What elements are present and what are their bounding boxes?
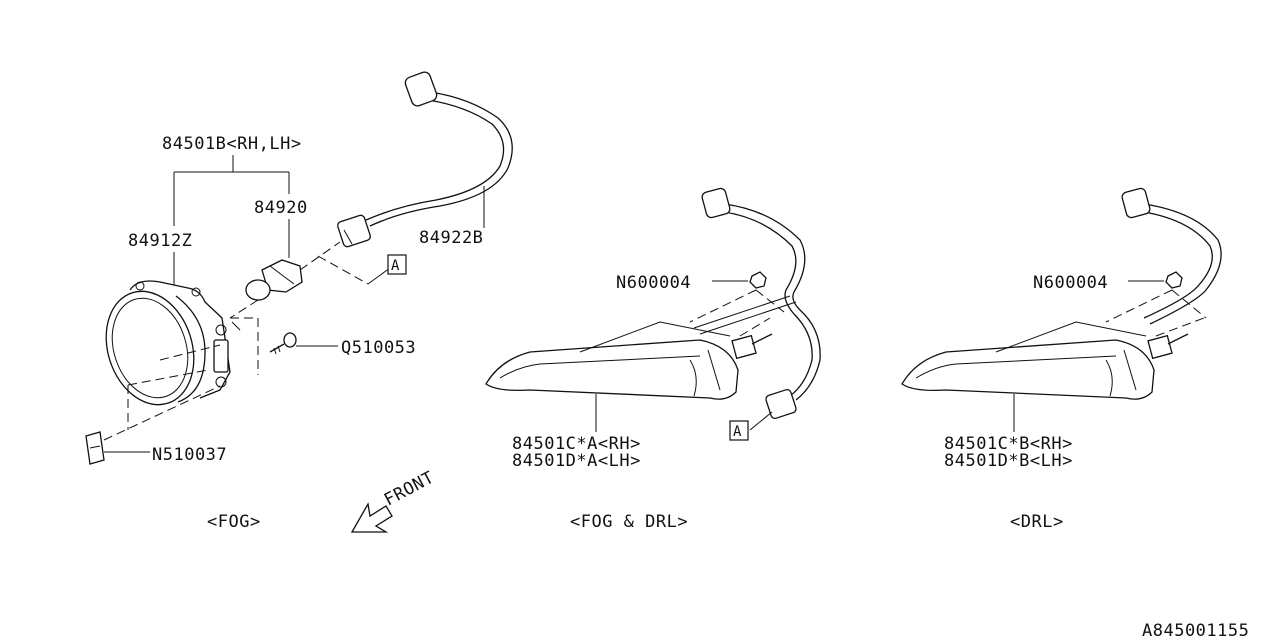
ref-a-mid: A bbox=[733, 424, 742, 440]
diagram-code: A845001155 bbox=[1142, 621, 1249, 640]
heading-fog-drl: <FOG & DRL> bbox=[570, 512, 688, 532]
label-84501C-A: 84501C*A<RH> bbox=[512, 434, 641, 454]
label-84501C-B: 84501C*B<RH> bbox=[944, 434, 1073, 454]
label-84920: 84920 bbox=[254, 198, 308, 218]
ref-box-a-fog bbox=[387, 254, 407, 275]
label-N600004-right: N600004 bbox=[1033, 273, 1108, 293]
ref-box-a-mid bbox=[729, 420, 749, 441]
fog-lamp-housing bbox=[105, 280, 241, 406]
label-84501D-A: 84501D*A<LH> bbox=[512, 451, 641, 471]
fog-bulb bbox=[245, 259, 303, 301]
drl-lamp bbox=[901, 321, 1189, 400]
label-84922B: 84922B bbox=[419, 228, 483, 248]
front-arrow bbox=[350, 502, 393, 533]
label-84501B: 84501B<RH,LH> bbox=[162, 134, 302, 154]
fog-group: 84501B<RH,LH> 84920 84912Z bbox=[85, 71, 513, 532]
heading-drl: <DRL> bbox=[1010, 512, 1064, 532]
label-N510037: N510037 bbox=[152, 445, 227, 465]
label-84501D-B: 84501D*B<LH> bbox=[944, 451, 1073, 471]
fog-drl-group: N600004 A 84501C*A<RH> 84501D*A<LH> <FOG… bbox=[485, 187, 821, 532]
label-N600004-mid: N600004 bbox=[616, 273, 691, 293]
fog-drl-lamp bbox=[485, 321, 773, 400]
label-Q510053: Q510053 bbox=[341, 338, 416, 358]
fog-harness bbox=[337, 71, 513, 248]
label-84912Z: 84912Z bbox=[128, 231, 192, 251]
clip-n510037 bbox=[85, 431, 105, 465]
drl-group: N600004 84501C*B<RH> 84501D*B<LH> <DRL> bbox=[901, 187, 1222, 532]
ref-a-fog: A bbox=[391, 258, 400, 274]
heading-fog: <FOG> bbox=[207, 512, 261, 532]
screw-q510053 bbox=[269, 332, 297, 355]
front-label: FRONT bbox=[381, 468, 438, 511]
